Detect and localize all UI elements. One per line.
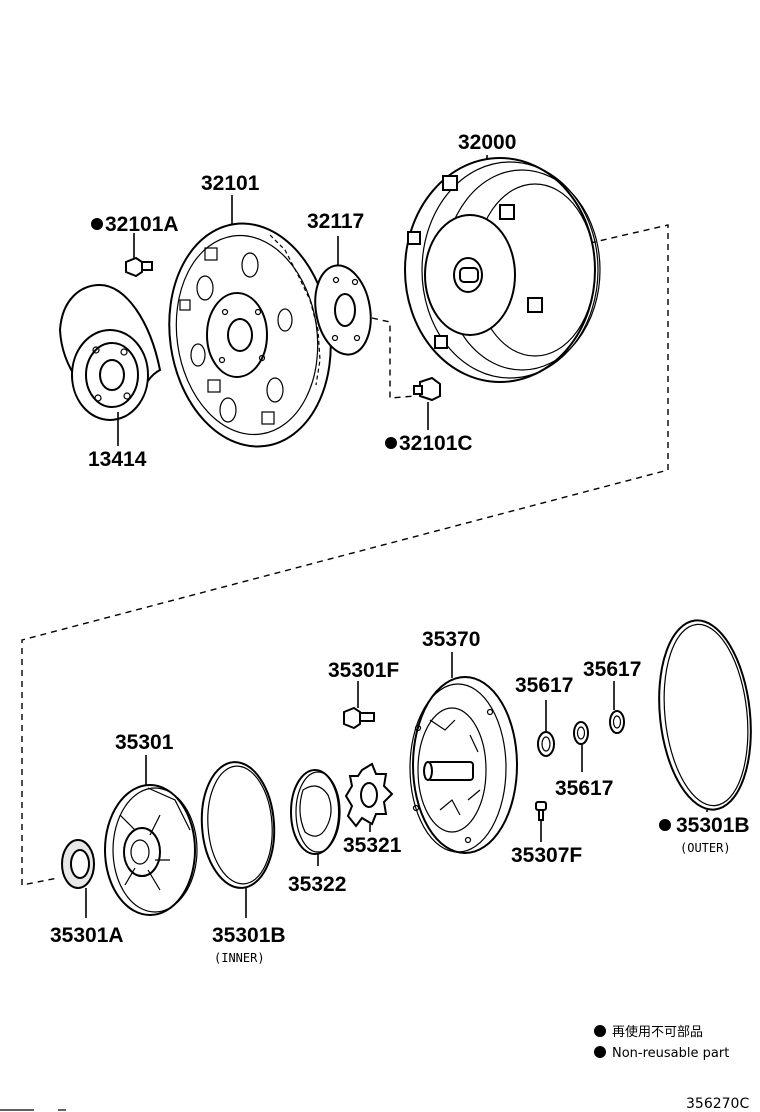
label-35301B-inner[interactable]: 35301B [212, 924, 286, 947]
non-reusable-icon [91, 218, 103, 230]
part-35301B-inner[interactable] [198, 760, 279, 891]
label-35301B-outer[interactable]: 35301B [676, 814, 750, 837]
bolt-35301F[interactable] [343, 706, 375, 730]
part-32117[interactable] [309, 261, 378, 359]
label-35301F[interactable]: 35301F [328, 659, 399, 682]
label-35617-a[interactable]: 35617 [515, 674, 573, 697]
label-32101C[interactable]: 32101C [399, 432, 473, 455]
connection-dashed-line [21, 224, 669, 886]
non-reusable-icon [594, 1025, 606, 1037]
label-35322[interactable]: 35322 [288, 873, 346, 896]
non-reusable-icon [659, 819, 671, 831]
part-35301A[interactable] [61, 839, 95, 889]
diagram-code: 356270C [686, 1096, 749, 1112]
part-35617-a[interactable] [537, 731, 555, 757]
bolt-32101A[interactable] [125, 256, 153, 278]
label-32117[interactable]: 32117 [307, 210, 364, 233]
label-35370[interactable]: 35370 [422, 628, 480, 651]
non-reusable-icon [594, 1046, 606, 1058]
label-35321[interactable]: 35321 [343, 834, 402, 857]
legend-japanese: 再使用不可部品 [612, 1024, 703, 1040]
part-35322[interactable] [290, 769, 341, 855]
label-35617-c[interactable]: 35617 [583, 658, 641, 681]
label-outer-note: (OUTER) [680, 841, 731, 855]
part-32101[interactable] [155, 213, 345, 457]
label-32101[interactable]: 32101 [201, 172, 260, 195]
label-32101A[interactable]: 32101A [105, 213, 179, 236]
label-inner-note: (INNER) [214, 951, 265, 965]
part-35321[interactable] [344, 762, 394, 828]
part-35301B-outer[interactable] [650, 616, 759, 814]
label-35307F[interactable]: 35307F [511, 844, 582, 867]
part-32000[interactable] [404, 157, 601, 383]
label-32000[interactable]: 32000 [458, 131, 516, 154]
label-35617-b[interactable]: 35617 [555, 777, 613, 800]
part-35301[interactable] [104, 784, 198, 916]
bolt-32101C[interactable] [413, 376, 441, 402]
part-35370[interactable] [409, 676, 518, 854]
label-35301[interactable]: 35301 [115, 731, 174, 754]
legend-english: Non-reusable part [612, 1046, 729, 1061]
bolt-dashed-line [371, 317, 416, 399]
label-13414[interactable]: 13414 [88, 448, 147, 471]
non-reusable-icon [385, 437, 397, 449]
bolt-35307F[interactable] [535, 801, 547, 821]
part-35617-b[interactable] [573, 721, 589, 745]
label-35301A[interactable]: 35301A [50, 924, 124, 947]
legend: 再使用不可部品 Non-reusable part [594, 1024, 729, 1061]
part-35617-c[interactable] [609, 710, 625, 734]
part-13414[interactable] [58, 283, 162, 421]
